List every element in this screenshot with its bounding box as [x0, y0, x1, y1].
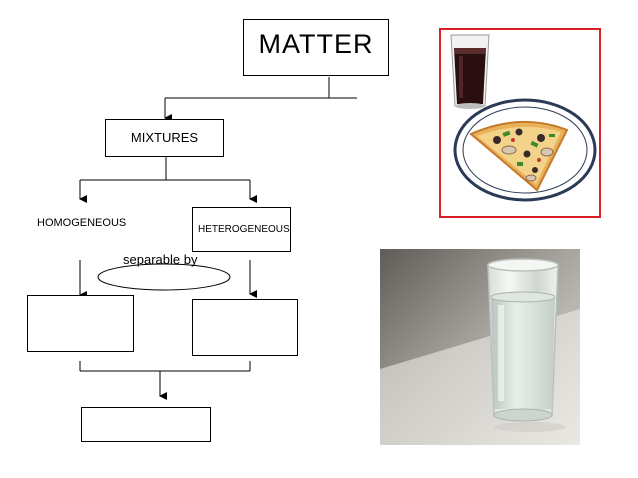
blank-box-bottom: [81, 407, 211, 442]
water-glass-photo: [380, 249, 580, 445]
water-glass-icon: [487, 258, 566, 432]
blank-box-right: [192, 299, 298, 356]
pizza-soda-photo: [439, 28, 601, 218]
separable-by-label: separable by: [123, 252, 198, 267]
mixtures-box: MIXTURES: [105, 119, 224, 157]
mixtures-label: MIXTURES: [130, 130, 199, 145]
pizza-slice-icon: [469, 120, 569, 192]
matter-box: MATTER: [243, 19, 389, 76]
homogeneous-label: HOMOGENEOUS: [37, 217, 127, 229]
heterogeneous-box: HETEROGENEOUS: [192, 207, 291, 252]
separable-by-ellipse: [97, 263, 231, 291]
matter-label: MATTER: [258, 29, 374, 59]
soda-glass-icon: [450, 34, 490, 109]
heterogeneous-label: HETEROGENEOUS: [198, 224, 290, 235]
blank-box-left: [27, 295, 134, 352]
